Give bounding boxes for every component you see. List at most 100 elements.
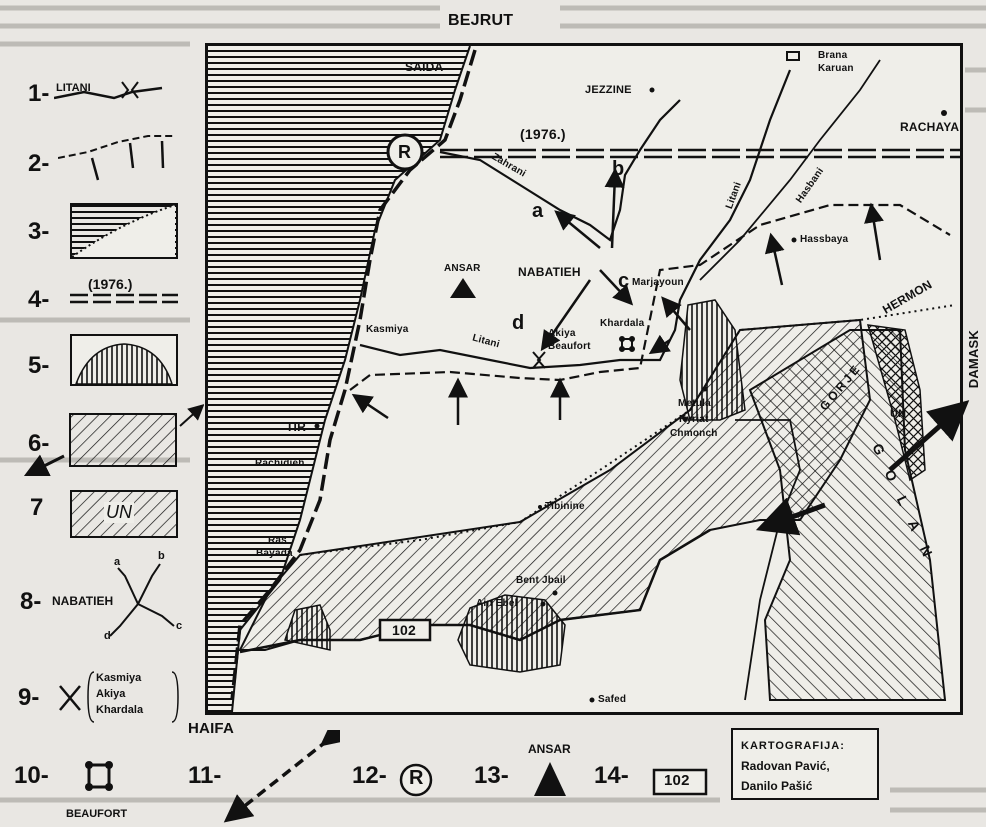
movement-arrows xyxy=(351,167,884,425)
legend-1976-symbol xyxy=(70,293,178,304)
label-tir: TIR xyxy=(286,420,306,434)
legend8-letter-b: b xyxy=(158,550,165,562)
legend-number-3: 3- xyxy=(28,218,50,245)
legend-road-box xyxy=(652,768,708,796)
credit-author-1: Radovan Pavić, xyxy=(741,759,830,773)
label-ansar: ANSAR xyxy=(444,263,481,274)
river-hasbani xyxy=(699,59,881,281)
label-safed: Safed xyxy=(598,694,627,705)
legend-castle-symbol xyxy=(85,761,113,791)
label-road-102: 102 xyxy=(392,622,416,638)
legend-r-circle xyxy=(399,763,433,797)
legend-nabatieh-text: NABATIEH xyxy=(52,594,114,608)
legend-ansar-text: ANSAR xyxy=(528,742,571,756)
label-metula: Metula xyxy=(678,398,711,409)
legend-sea-symbol xyxy=(70,203,178,259)
label-un-map: UN xyxy=(890,408,907,420)
dense-area-2 xyxy=(457,594,566,673)
legend-number-10: 10- xyxy=(14,762,49,789)
label-brana: Brana xyxy=(818,50,848,61)
label-saida: SAIDA xyxy=(405,60,444,74)
route-letter-a: a xyxy=(532,200,544,222)
river-jordan xyxy=(735,419,801,701)
label-rachidieh: Rachidieh xyxy=(255,458,305,469)
legend-front-symbol xyxy=(58,135,176,181)
line-1976 xyxy=(440,148,963,159)
legend-number-12: 12- xyxy=(352,762,387,789)
credit-author-2: Danilo Pašić xyxy=(741,779,813,793)
legend-river-symbol xyxy=(54,81,163,100)
legend-beaufort-text: BEAUFORT xyxy=(66,808,128,820)
legend9-khardala: Khardala xyxy=(96,704,144,716)
legend-number-4: 4- xyxy=(28,286,50,313)
legend-r-text: R xyxy=(409,767,424,789)
legend8-letter-c: c xyxy=(176,620,183,632)
dotted-line xyxy=(299,304,956,556)
legend-bridge-symbol xyxy=(59,685,81,711)
legend-1976-text: (1976.) xyxy=(88,276,133,292)
label-1976: (1976.) xyxy=(520,126,566,142)
route-letter-d: d xyxy=(512,312,525,334)
label-bejrut: BEJRUT xyxy=(448,12,514,29)
label-kyriat: Kyriat xyxy=(679,414,709,425)
label-ain-ebel: Ain Ebel xyxy=(476,598,518,609)
label-beaufort: Beaufort xyxy=(548,341,591,352)
akiya-bridge xyxy=(532,351,546,369)
legend-number-11: 11- xyxy=(188,762,222,789)
town-dots xyxy=(314,87,947,703)
route-letter-b: b xyxy=(612,158,625,180)
label-haifa: HAIFA xyxy=(188,720,234,737)
credit-title: KARTOGRAFIJA: xyxy=(741,740,845,752)
label-tibinine: Tibinine xyxy=(545,501,585,512)
legend-number-14: 14- xyxy=(594,762,629,789)
label-khardala: Khardala xyxy=(600,318,645,329)
label-marjayoun: Marjayoun xyxy=(632,277,684,288)
legend-road-text: 102 xyxy=(664,772,690,789)
beaufort-marker xyxy=(619,336,635,352)
legend-dense-symbol xyxy=(70,334,178,386)
legend-un-text: UN xyxy=(104,502,134,523)
legend-number-8: 8- xyxy=(20,588,42,615)
legend8-letter-a: a xyxy=(114,556,121,568)
legend-ansar-triangle xyxy=(534,762,566,796)
coastal-road xyxy=(230,49,477,701)
legend-number-9: 9- xyxy=(18,684,40,711)
ansar-triangle xyxy=(450,278,476,298)
legend9-akiya: Akiya xyxy=(96,688,126,700)
road-102-box xyxy=(378,618,432,642)
label-damask: DAMASK xyxy=(966,330,981,389)
invasion-line xyxy=(349,203,951,391)
river-zahrani xyxy=(439,99,681,242)
label-ras: Ras xyxy=(268,535,287,546)
label-karuan: Karuan xyxy=(818,63,854,74)
legend8-letter-d: d xyxy=(104,630,111,642)
label-bent-jbail: Bent Jbail xyxy=(516,575,566,586)
sea-area xyxy=(208,46,470,712)
label-nabatieh: NABATIEH xyxy=(518,265,581,279)
label-jezzine: JEZZINE xyxy=(585,84,632,96)
legend-zone-symbol xyxy=(23,404,204,477)
label-rachaya: RACHAYA xyxy=(900,120,960,134)
river-litani xyxy=(359,69,792,370)
legend-number-5: 5- xyxy=(28,352,50,379)
r-marker-circle xyxy=(386,133,424,171)
label-chmonch: Chmonch xyxy=(670,428,718,439)
label-kasmiya: Kasmiya xyxy=(366,324,409,335)
legend-bracket xyxy=(87,671,179,723)
border-line xyxy=(239,528,711,654)
legend-number-2: 2- xyxy=(28,150,50,177)
credit-box: KARTOGRAFIJA: Radovan Pavić, Danilo Paši… xyxy=(731,728,879,800)
label-r-marker: R xyxy=(398,142,412,162)
legend-number-7: 7 xyxy=(30,494,44,521)
legend-number-1: 1- xyxy=(28,80,50,107)
legend-number-6: 6- xyxy=(28,430,50,457)
un-zone xyxy=(866,324,926,482)
route-letter-c: c xyxy=(618,270,630,292)
label-bayada: Bayada xyxy=(256,548,293,559)
legend9-kasmiya: Kasmiya xyxy=(96,672,142,684)
legend-dashed-arrow xyxy=(223,730,340,823)
dense-area-3 xyxy=(679,299,746,421)
legend-number-13: 13- xyxy=(474,762,509,789)
